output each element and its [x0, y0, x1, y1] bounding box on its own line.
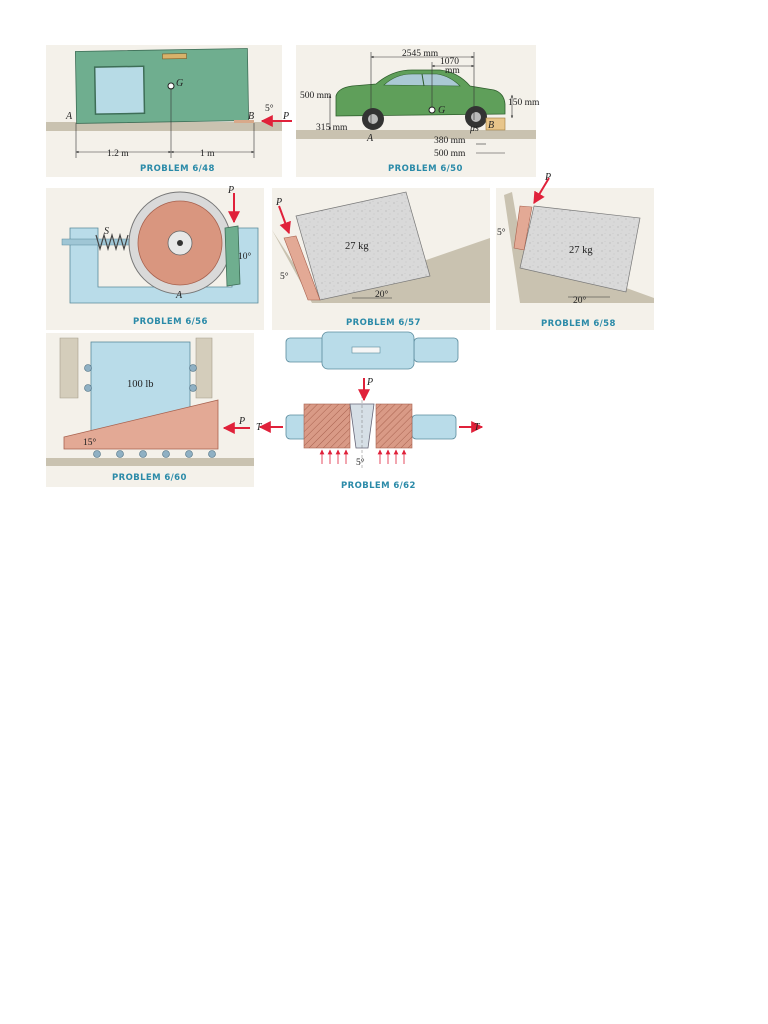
point-b: B: [248, 111, 254, 122]
wedge: [283, 235, 321, 301]
problem-label: PROBLEM 6/57: [346, 318, 421, 328]
angle-wedge: 5°: [497, 227, 506, 238]
dim-1070-unit: mm: [445, 66, 460, 76]
force-p-label: P: [544, 172, 551, 183]
force-p-arrow: [533, 177, 550, 205]
dim-500-bottom: 500 mm: [434, 149, 466, 159]
angle-label: 5°: [265, 103, 274, 114]
angle-label: 15°: [83, 437, 97, 448]
rod-top-view: [285, 331, 459, 370]
ground: [46, 458, 254, 466]
problem-6-60: 100 lb P 15° PROBLEM 6/60: [46, 333, 254, 487]
left-wall: [59, 337, 79, 399]
point-a: A: [65, 111, 73, 122]
rod-section-view: [285, 390, 457, 470]
dim-right: 1 m: [200, 149, 215, 159]
force-p-label: P: [227, 185, 234, 196]
problem-6-56: S P 10° A PROBLEM 6/56: [46, 185, 264, 330]
tension-left-label: T: [256, 422, 263, 433]
problem-6-57: 27 kg P 5° 20° PROBLEM 6/57: [272, 188, 490, 330]
problem-6-58: 27 kg P 5° 20° PROBLEM 6/58: [496, 172, 654, 330]
weight-label: 100 lb: [127, 379, 154, 390]
ground: [272, 230, 490, 303]
brake-shoe: [224, 225, 241, 287]
problem-6-50: 2545 mm 1070 mm 500 mm 150 mm 315 mm 380…: [296, 45, 540, 177]
wedge: [513, 205, 533, 251]
angle-slope: 20°: [573, 295, 587, 306]
point-g: G: [176, 78, 183, 89]
dim-500-height: 500 mm: [300, 91, 332, 101]
tension-right-label: T: [474, 422, 481, 433]
dim-150: 150 mm: [508, 98, 540, 108]
wedge: [63, 399, 219, 450]
problem-6-62: P T T 5° PROBLEM 6/62: [256, 331, 484, 491]
dim-left: 1.2 m: [107, 149, 129, 159]
force-p-arrow: [278, 205, 291, 235]
slot: [351, 346, 381, 354]
spring-label: S: [104, 226, 109, 237]
point-a: A: [366, 133, 374, 144]
dim-1070: 1070: [440, 57, 459, 67]
problem-label: PROBLEM 6/48: [140, 164, 215, 174]
dim-2545: 2545 mm: [402, 49, 439, 59]
mass-label: 27 kg: [345, 241, 369, 252]
force-p-label: P: [238, 416, 245, 427]
problem-label: PROBLEM 6/56: [133, 317, 208, 327]
problem-6-48: A G B P 5° 1.2 m 1 m PROBLEM 6/48: [46, 45, 292, 177]
point-g: G: [438, 105, 445, 116]
dim-380: 380 mm: [434, 136, 466, 146]
friction-coef: μs: [469, 123, 479, 134]
ground: [296, 130, 536, 139]
block: [295, 191, 431, 301]
spring: [95, 232, 129, 252]
problem-label: PROBLEM 6/50: [388, 164, 463, 174]
ground: [504, 192, 654, 303]
dim-315: 315 mm: [316, 123, 348, 133]
problem-label: PROBLEM 6/60: [112, 473, 187, 483]
handle: [162, 53, 187, 60]
point-b: B: [488, 120, 494, 131]
point-a: A: [175, 290, 183, 301]
door-panel: [74, 48, 250, 124]
car: [335, 69, 506, 130]
force-p-label: P: [366, 377, 373, 388]
problem-label: PROBLEM 6/62: [341, 481, 416, 491]
pressure-arrows: [319, 449, 407, 464]
force-p-label: P: [275, 197, 282, 208]
window: [93, 65, 146, 115]
angle-label: 5°: [356, 457, 365, 468]
angle-wedge: 5°: [280, 271, 289, 282]
wedge-b: [234, 120, 254, 123]
block-b: [485, 117, 506, 131]
problem-label: PROBLEM 6/58: [541, 319, 616, 329]
angle-label: 10°: [238, 251, 252, 262]
mass-label: 27 kg: [569, 245, 593, 256]
angle-slope: 20°: [375, 289, 389, 300]
ground: [46, 122, 282, 131]
force-p-label: P: [282, 111, 289, 122]
right-wall: [195, 337, 213, 399]
